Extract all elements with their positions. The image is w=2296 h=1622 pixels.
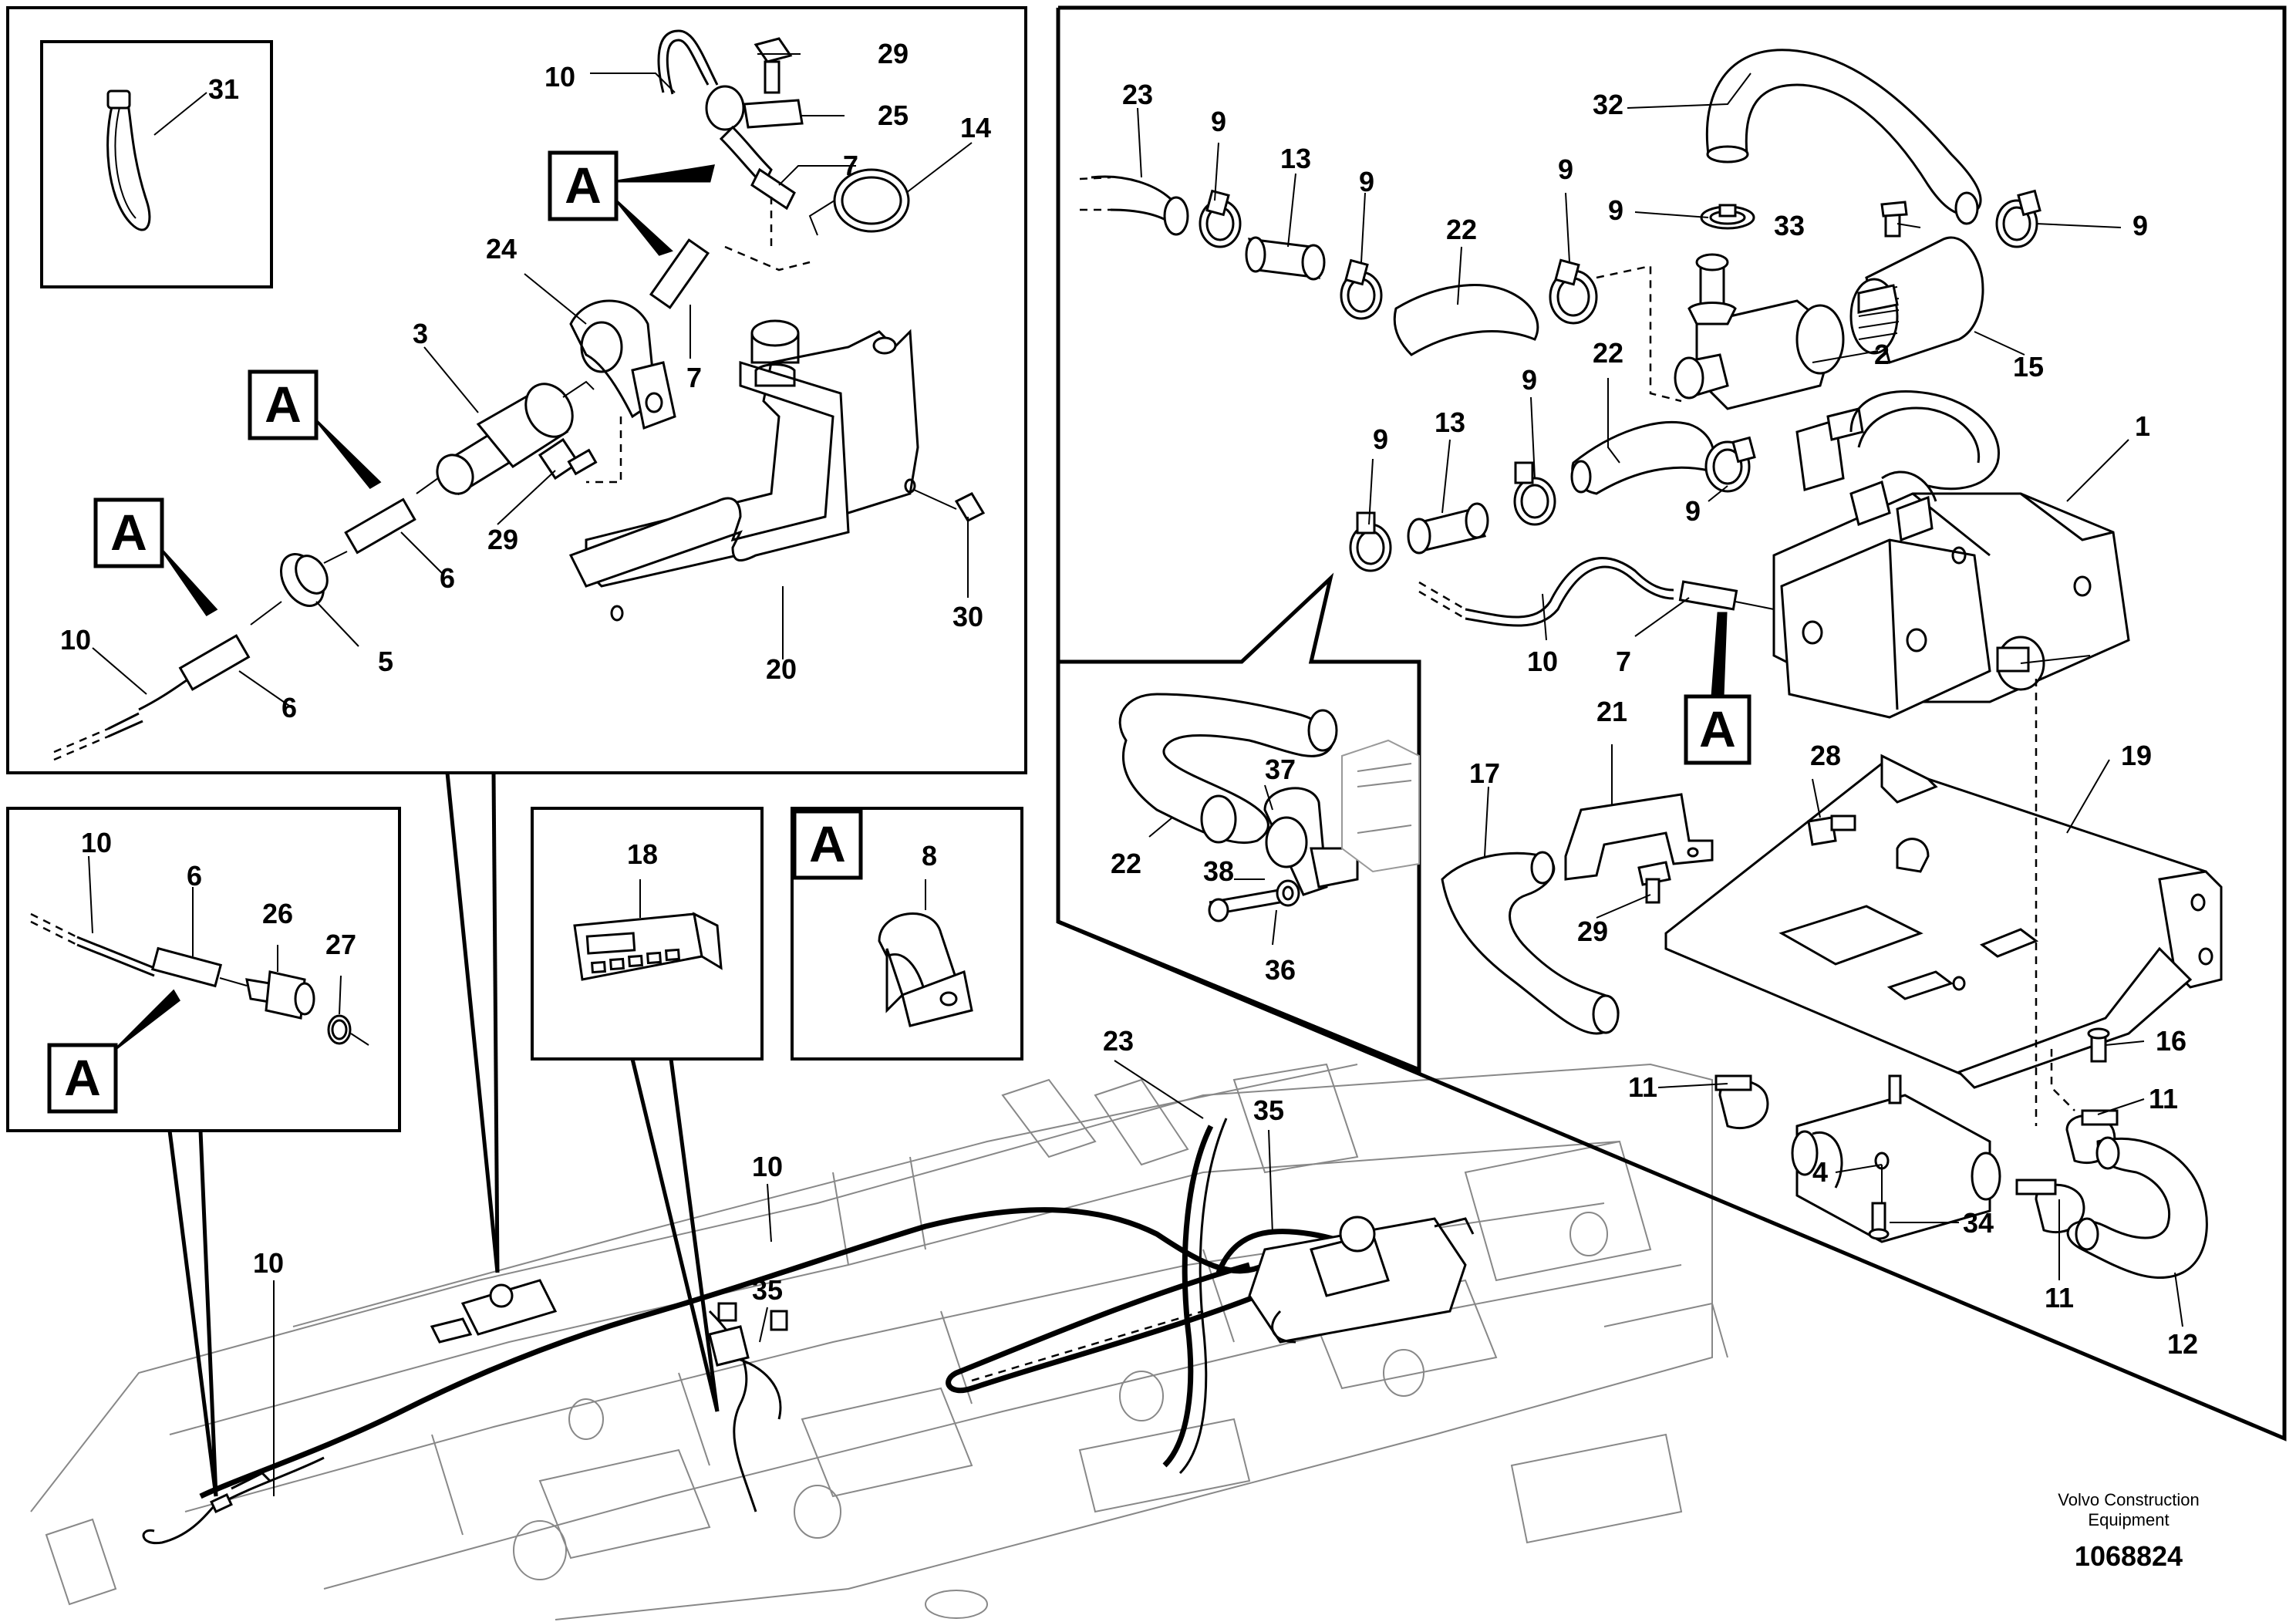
svg-text:A: A <box>110 504 147 561</box>
callout-9: 9 <box>2132 210 2148 241</box>
callout-29: 29 <box>487 524 518 555</box>
machine-frame <box>30 1063 1728 1620</box>
panel-heater: A <box>1056 5 2287 1442</box>
callout-3: 3 <box>413 318 428 349</box>
callout-38: 38 <box>1203 855 1234 887</box>
callout-29: 29 <box>1577 916 1608 947</box>
callout-26: 26 <box>262 898 293 929</box>
callout-28: 28 <box>1810 740 1841 771</box>
machine-components <box>430 1216 1475 1367</box>
callout-25: 25 <box>878 99 909 131</box>
callout-7: 7 <box>686 362 702 393</box>
panel-fuel-pump <box>6 6 1027 774</box>
callout-27: 27 <box>325 929 356 960</box>
callout-24: 24 <box>486 233 517 265</box>
callout-9: 9 <box>1685 495 1701 527</box>
callout-9: 9 <box>1359 166 1374 197</box>
callout-12: 12 <box>2167 1328 2198 1360</box>
callout-4: 4 <box>1812 1156 1828 1188</box>
detail-marker-a: A <box>1684 612 1752 765</box>
callout-10: 10 <box>752 1151 783 1182</box>
callout-9: 9 <box>1373 423 1388 455</box>
brand-line-2: Equipment <box>2088 1510 2169 1529</box>
callout-32: 32 <box>1593 89 1623 120</box>
callout-10: 10 <box>81 827 112 858</box>
svg-text:A: A <box>64 1049 101 1106</box>
detail-marker-a: A <box>93 497 218 616</box>
callout-9: 9 <box>1522 364 1537 396</box>
callout-13: 13 <box>1435 406 1465 438</box>
svg-text:A: A <box>809 815 846 872</box>
callout-22: 22 <box>1593 337 1623 369</box>
callout-31: 31 <box>208 73 239 105</box>
callout-2: 2 <box>1874 339 1890 370</box>
callout-35: 35 <box>752 1274 783 1306</box>
detail-bubble-clamp <box>1056 572 1421 1073</box>
callout-22: 22 <box>1446 214 1477 245</box>
svg-text:A: A <box>265 376 302 433</box>
callout-23: 23 <box>1103 1025 1134 1057</box>
detail-marker-a: A <box>792 809 863 880</box>
detail-marker-a: A <box>248 369 382 489</box>
callout-10: 10 <box>1527 646 1558 677</box>
callout-7: 7 <box>843 150 858 181</box>
callout-10: 10 <box>60 624 91 656</box>
callouts-right: 23 9 13 9 22 9 32 9 33 9 15 2 9 13 9 22 … <box>1111 79 2198 1360</box>
leaders-topleft <box>92 53 973 706</box>
callout-11: 11 <box>2149 1083 2178 1114</box>
leaders-right <box>1137 73 2183 1327</box>
drawing-number: 1068824 <box>2075 1540 2183 1572</box>
footer-block: Volvo Construction Equipment 1068824 <box>2058 1490 2199 1572</box>
callout-5: 5 <box>378 646 393 677</box>
callout-17: 17 <box>1469 757 1500 789</box>
svg-text:A: A <box>1699 700 1736 757</box>
callout-20: 20 <box>766 653 797 685</box>
callout-30: 30 <box>952 601 983 632</box>
cable-tie-icon <box>106 92 151 231</box>
callout-10: 10 <box>544 61 575 93</box>
brand-line-1: Volvo Construction <box>2058 1490 2199 1509</box>
callout-16: 16 <box>2156 1025 2186 1057</box>
panel-timer: 18 <box>531 807 764 1412</box>
callout-22: 22 <box>1111 848 1141 879</box>
inset-cable-tie <box>40 40 273 288</box>
callout-19: 19 <box>2121 740 2152 771</box>
callout-13: 13 <box>1280 143 1311 174</box>
callout-36: 36 <box>1265 954 1296 986</box>
detail-marker-a: A <box>548 150 716 256</box>
callout-10: 10 <box>253 1247 284 1279</box>
callout-29: 29 <box>878 38 909 69</box>
callout-6: 6 <box>282 692 297 723</box>
callout-9: 9 <box>1558 153 1573 185</box>
callout-7: 7 <box>1616 646 1631 677</box>
callout-33: 33 <box>1774 210 1805 241</box>
detail-markers-topleft: A A A <box>93 150 716 616</box>
panel-pointers <box>445 772 500 1273</box>
callout-15: 15 <box>2013 351 2044 383</box>
callout-21: 21 <box>1596 696 1627 727</box>
panel-detail-a-bracket: A 8 <box>791 807 1023 1061</box>
callout-23: 23 <box>1122 79 1153 110</box>
callout-6: 6 <box>440 562 455 594</box>
callouts-topleft: 31 10 29 25 14 7 24 3 7 29 6 5 30 20 10 … <box>60 38 991 723</box>
panel-sensor: A 10 6 26 27 <box>6 807 401 1497</box>
callout-9: 9 <box>1211 106 1226 137</box>
callout-1: 1 <box>2135 410 2150 442</box>
callouts-machine: 10 10 23 35 35 <box>253 1025 1284 1306</box>
callout-6: 6 <box>187 860 202 892</box>
callout-9: 9 <box>1608 194 1623 226</box>
callout-14: 14 <box>960 112 991 143</box>
callout-11: 11 <box>2045 1282 2074 1313</box>
leaders-machine <box>273 1060 1273 1496</box>
callout-11: 11 <box>1628 1071 1657 1103</box>
detail-marker-a: A <box>47 989 180 1114</box>
callout-34: 34 <box>1963 1207 1994 1239</box>
callout-37: 37 <box>1265 754 1296 785</box>
svg-text:A: A <box>565 157 602 214</box>
callout-35: 35 <box>1253 1094 1284 1126</box>
callout-18: 18 <box>627 838 658 870</box>
machine-harness <box>142 1118 1436 1545</box>
callout-8: 8 <box>922 840 937 872</box>
